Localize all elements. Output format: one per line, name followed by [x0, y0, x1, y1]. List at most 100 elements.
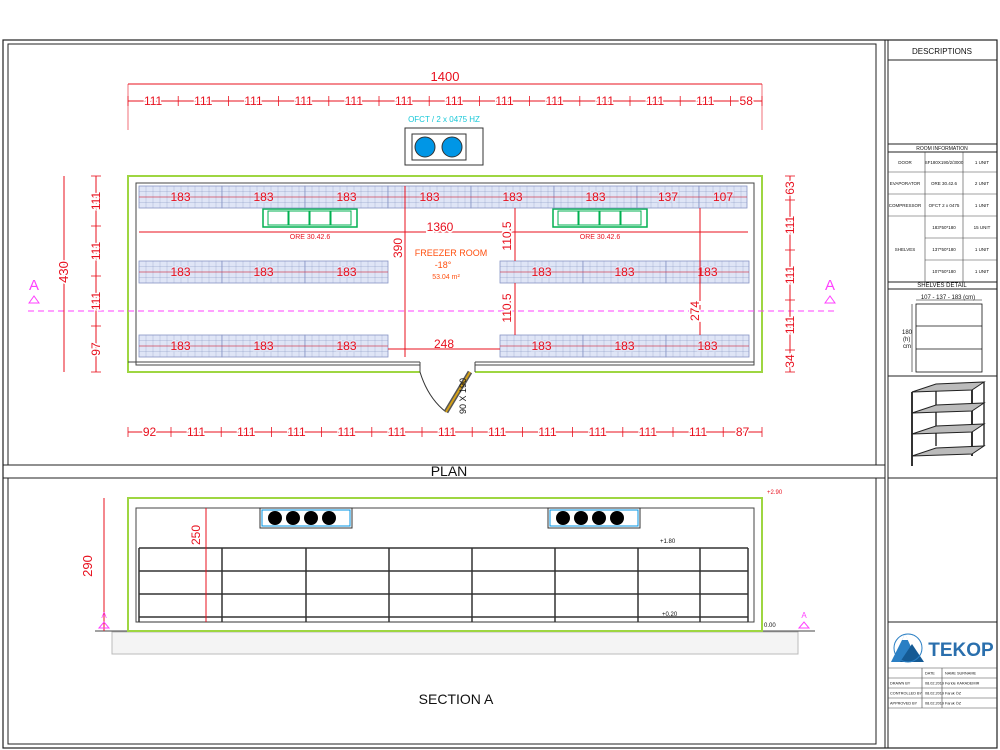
- section-mark-right: A: [801, 611, 807, 620]
- aisle-upper: 110.5: [500, 221, 514, 250]
- dimension-value: 111: [696, 94, 715, 108]
- fan-icon: [441, 136, 463, 158]
- dimension-value: 111: [546, 94, 565, 108]
- company-logo: TEKOP: [891, 633, 994, 663]
- shelves-detail-title: SHELVES DETAIL: [917, 283, 967, 289]
- right-dimension: 274: [688, 301, 702, 321]
- dimension-value: 111: [89, 192, 103, 211]
- shelves-detail-height: 180: [902, 330, 913, 336]
- fan-icon: [556, 511, 570, 525]
- section-height-inner: 250: [189, 525, 203, 545]
- descriptions-panel: DESCRIPTIONS ROOM INFORMATION DOOR SF180X…: [888, 47, 997, 709]
- section-evaporator-right: [547, 507, 641, 529]
- shelves-detail-unit: cm: [903, 344, 911, 350]
- section-outer-wall: [127, 497, 763, 632]
- section-mark-right: A: [825, 277, 835, 294]
- title-label: DRAWN BY: [890, 682, 911, 686]
- item-model: 183*50*180: [932, 225, 956, 230]
- dimension-value: 111: [244, 94, 263, 108]
- evaporator-right: ORE 30.42.6: [552, 208, 648, 241]
- item-quantity: 15 UNIT: [974, 225, 991, 230]
- section-title: SECTION A: [419, 691, 494, 707]
- dimension-value: 111: [338, 425, 357, 439]
- aisle-lower: 110.5: [500, 293, 514, 322]
- dimension-value: 111: [538, 425, 557, 439]
- evaporator-label-left: ORE 30.42.6: [290, 234, 331, 241]
- plan-view: 90 X 190 A A OFCT / 2 x 0475 HZ ORE 30.4…: [28, 69, 838, 479]
- fan-icon: [304, 511, 318, 525]
- item-name: SHELVES: [895, 247, 915, 252]
- compressor-unit: OFCT / 2 x 0475 HZ: [404, 115, 484, 166]
- dimension-value: 111: [783, 316, 797, 335]
- section-mark-left: A: [101, 611, 107, 620]
- sheet-border: [2, 39, 998, 749]
- door-width: 248: [434, 337, 454, 351]
- fan-icon: [574, 511, 588, 525]
- dimension-value: 111: [89, 242, 103, 261]
- item-quantity: 1 UNIT: [975, 203, 990, 208]
- dimension-value: 111: [596, 94, 615, 108]
- dimension-value: 111: [646, 94, 665, 108]
- title-name: Feride KARADEMIR: [945, 682, 980, 686]
- room-name: FREEZER ROOM: [415, 248, 488, 258]
- title-date: 08.02.2019: [925, 702, 944, 706]
- dimension-value: 111: [495, 94, 514, 108]
- level-top: +2.90: [767, 490, 783, 496]
- dimension-value: 111: [237, 425, 256, 439]
- section-mark-left: A: [29, 277, 39, 294]
- level-bottom: +0.20: [662, 612, 678, 618]
- title-name: NAME SURNAME: [945, 672, 976, 676]
- dimension-value: 111: [187, 425, 206, 439]
- item-quantity: 1 UNIT: [975, 247, 990, 252]
- dimension-value: 111: [438, 425, 457, 439]
- dimension-value: 111: [488, 425, 507, 439]
- section-arrow-right: [824, 295, 836, 304]
- logo-text: TEKOP: [928, 640, 994, 661]
- descriptions-header: DESCRIPTIONS: [912, 47, 972, 56]
- item-quantity: 2 UNIT: [975, 181, 990, 186]
- dimension-value: 111: [589, 425, 608, 439]
- dimension-value: 34: [783, 354, 797, 368]
- dimension-value: 111: [345, 94, 364, 108]
- item-model: OFCT 2 x 0475: [929, 203, 960, 208]
- item-model: SF180X190/2/3000: [925, 160, 964, 165]
- fan-icon: [592, 511, 606, 525]
- level-shelf: +1.80: [660, 539, 676, 545]
- evaporator-label-right: ORE 30.42.6: [580, 234, 621, 241]
- dimension-value: 92: [143, 425, 157, 439]
- dimension-value: 97: [89, 342, 103, 356]
- room-area: 53.04 m²: [432, 274, 460, 281]
- room-info-title: ROOM INFORMATION: [916, 146, 968, 152]
- title-label: CONTROLLED BY: [890, 692, 923, 696]
- item-model: ORE 30.42.6: [931, 181, 958, 186]
- item-name: DOOR: [898, 160, 912, 165]
- room-height: 390: [391, 238, 405, 258]
- dimension-value: 111: [295, 94, 314, 108]
- section-height-total: 290: [80, 555, 95, 577]
- dimension-value: 111: [783, 266, 797, 285]
- shelf-elevation-sketch: [915, 303, 983, 373]
- sliding-door: 90 X 190: [419, 370, 473, 414]
- fan-icon: [610, 511, 624, 525]
- section-shelves: [138, 547, 749, 623]
- dimension-value: 111: [144, 94, 163, 108]
- section-view: 290 250 +2.90 +1.80 +0.20 0.00 A A SECTI…: [80, 490, 815, 707]
- fan-icon: [286, 511, 300, 525]
- shelf-3d-icon: [911, 381, 986, 466]
- left-total: 430: [56, 261, 71, 283]
- dimension-value: 111: [388, 425, 407, 439]
- dimension-value: 111: [639, 425, 658, 439]
- title-date: 08.02.2019: [925, 682, 944, 686]
- dimension-value: 111: [194, 94, 213, 108]
- title-label: APPROVED BY: [890, 702, 918, 706]
- title-name: Faruk ÖZ: [945, 702, 962, 706]
- compressor-label: OFCT / 2 x 0475 HZ: [408, 115, 480, 124]
- dimension-value: 111: [395, 94, 414, 108]
- item-quantity: 1 UNIT: [975, 269, 990, 274]
- inner-width: 1360: [427, 220, 454, 234]
- door-size-label: 90 X 190: [458, 378, 468, 414]
